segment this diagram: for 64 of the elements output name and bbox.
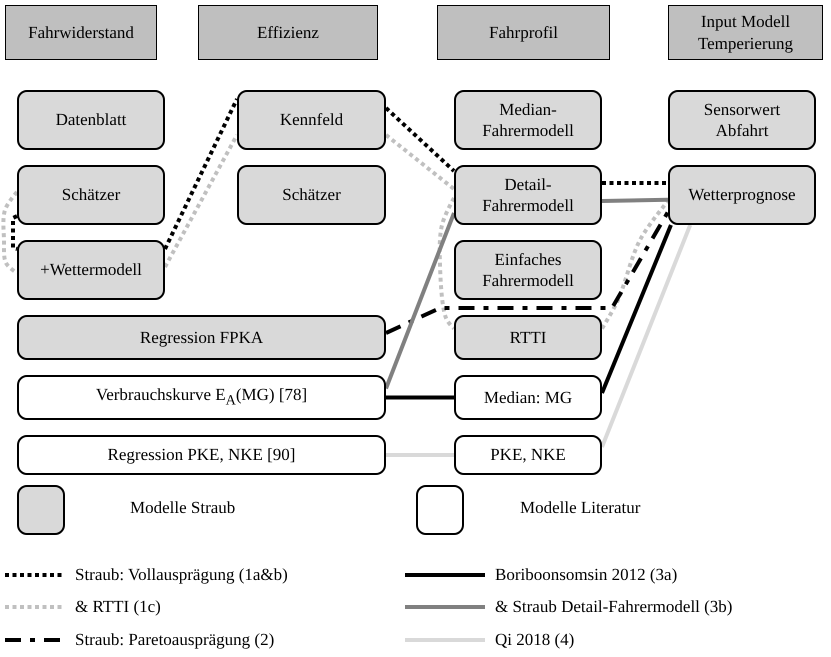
node-text: Sensorwert Abfahrt xyxy=(702,98,782,142)
connector-line xyxy=(600,224,692,448)
connector-line xyxy=(602,181,668,185)
node-text: +Wettermodell xyxy=(40,259,142,281)
node-text: Input Modell Temperierung xyxy=(696,11,794,54)
column-header xyxy=(5,5,157,60)
node-text: Effizienz xyxy=(257,22,319,44)
node-text: Median-Fahrermodell xyxy=(481,98,575,142)
legend-label: Boriboonsomsin 2012 (3a) xyxy=(495,565,678,585)
connector-line xyxy=(1,190,19,275)
connector-line xyxy=(384,106,456,172)
connector-line xyxy=(600,224,673,394)
node-text: Schätzer xyxy=(282,184,341,206)
connector-line xyxy=(600,200,670,330)
model-box xyxy=(237,165,386,225)
connector-line xyxy=(163,134,239,268)
connector-line xyxy=(163,98,239,250)
column-header xyxy=(437,5,610,60)
model-box xyxy=(17,90,165,150)
node-text: RTTI xyxy=(510,326,546,348)
column-header xyxy=(198,5,378,60)
model-box xyxy=(17,435,386,475)
legend-label: Modelle Literatur xyxy=(520,498,640,518)
model-box xyxy=(454,90,602,150)
node-text: Kennfeld xyxy=(280,109,344,131)
node-text: Median: MG xyxy=(484,386,572,408)
node-text: Einfaches Fahrermodell xyxy=(481,248,575,292)
node-text: Datenblatt xyxy=(56,109,126,131)
connector-line xyxy=(384,212,456,390)
model-box xyxy=(454,240,602,300)
model-box xyxy=(17,375,386,420)
node-text: Detail-Fahrermodell xyxy=(481,174,575,216)
legend-label: Straub: Vollausprägung (1a&b) xyxy=(75,565,288,585)
legend-label: & Straub Detail-Fahrermodell (3b) xyxy=(495,597,732,617)
model-box xyxy=(668,165,816,225)
connector-line xyxy=(438,197,456,330)
node-text: Regression PKE, NKE [90] xyxy=(108,444,296,466)
model-box xyxy=(454,315,602,360)
model-box xyxy=(17,315,386,360)
connector-line xyxy=(602,198,668,203)
legend-label: Modelle Straub xyxy=(130,498,236,518)
model-box xyxy=(237,90,386,150)
connector-line xyxy=(11,214,18,251)
legend-label: & RTTI (1c) xyxy=(75,597,161,617)
connector-line xyxy=(384,133,456,191)
node-text: Regression FPKA xyxy=(140,326,264,348)
legend-label: Straub: Paretoausprägung (2) xyxy=(75,630,274,650)
model-box xyxy=(17,165,165,225)
legend-label: Qi 2018 (4) xyxy=(495,630,574,650)
model-box xyxy=(454,375,602,420)
node-text: PKE, NKE xyxy=(490,444,566,466)
connector-line xyxy=(386,396,454,400)
node-text: Wetterprognose xyxy=(688,184,796,206)
connector-line xyxy=(385,210,670,335)
model-box xyxy=(668,90,816,150)
model-box xyxy=(454,165,602,225)
column-header xyxy=(668,5,823,60)
model-box xyxy=(17,240,165,300)
node-text: Schätzer xyxy=(62,184,120,206)
model-box xyxy=(454,435,602,475)
node-text: Verbrauchskurve E$_{A}$(MG) [78] xyxy=(96,384,308,411)
node-text: Fahrprofil xyxy=(489,22,558,44)
node-text: Fahrwiderstand xyxy=(28,22,134,44)
connector-line xyxy=(386,453,454,457)
